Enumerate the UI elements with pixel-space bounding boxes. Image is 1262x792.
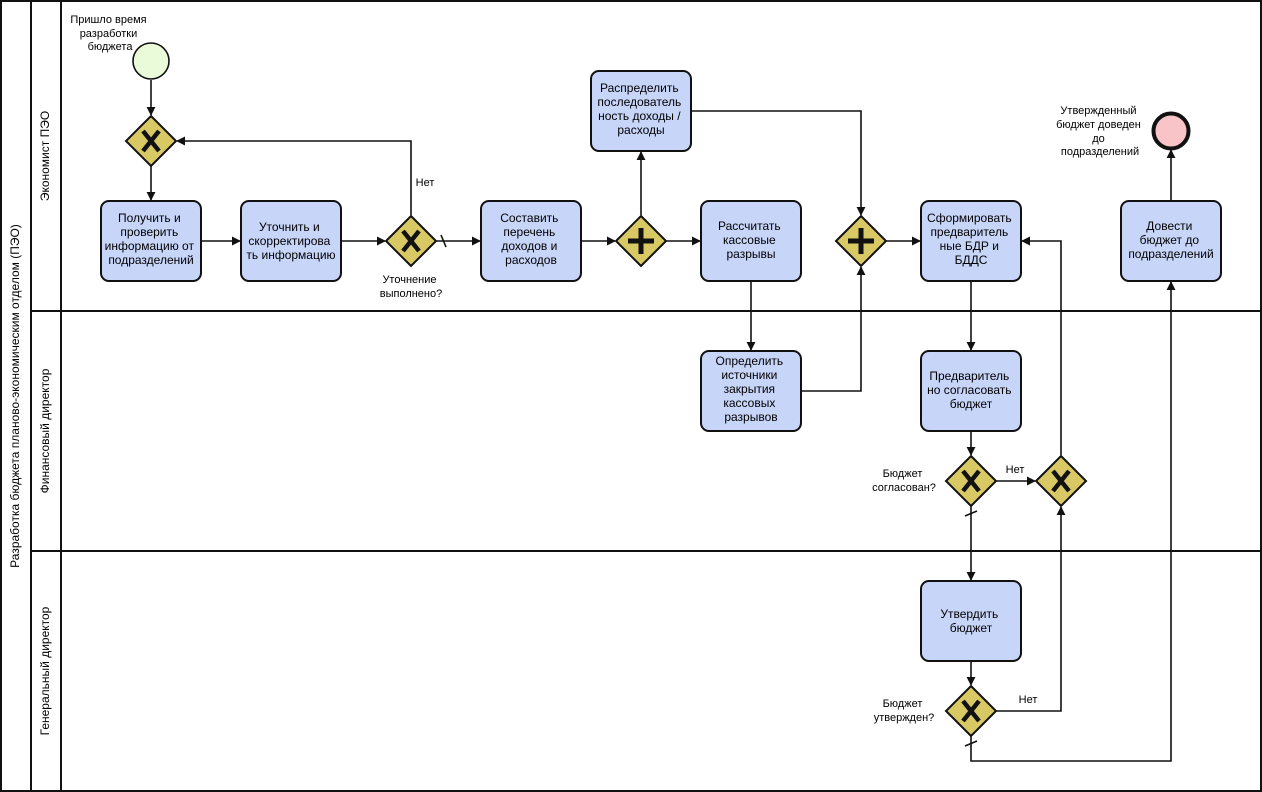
flow-g6-t6[interactable]: [1021, 236, 1062, 455]
task-box[interactable]: [920, 350, 1022, 432]
gateway-g3[interactable]: [614, 214, 668, 268]
task-t5[interactable]: Рассчитать кассовые разрывы: [700, 200, 802, 282]
task-t8[interactable]: Определить источники закрытия кассовых р…: [700, 350, 802, 432]
gateway-g2[interactable]: Уточнение выполнено?: [380, 214, 443, 300]
gateway-g5-label: Бюджет согласован?: [872, 468, 936, 494]
task-t3[interactable]: Составить перечень доходов и расходов: [480, 200, 582, 282]
x-mark-icon: [961, 469, 981, 493]
task-label: Рассчитать кассовые разрывы: [718, 219, 784, 261]
flow-g2-g1-no[interactable]: [176, 136, 412, 215]
default-flow-mark-g2: [440, 234, 447, 248]
gateway-g4[interactable]: [834, 214, 888, 268]
task-t9[interactable]: Предваритель но согласовать бюджет: [920, 350, 1022, 432]
task-box[interactable]: [920, 580, 1022, 662]
task-box[interactable]: [1120, 200, 1222, 282]
gateway-g7-label: Бюджет утвержден?: [874, 698, 935, 724]
default-flow-mark-g7: [964, 740, 978, 747]
task-box[interactable]: [590, 70, 692, 152]
flow-t4-g4[interactable]: [691, 110, 866, 216]
flow-t8-g4[interactable]: [801, 266, 866, 392]
task-label: Утвердить бюджет: [940, 607, 1001, 635]
gateway-g6[interactable]: [1034, 454, 1088, 508]
gateway-g2-label: Уточнение выполнено?: [380, 274, 443, 300]
lane-title-gen: Генеральный директор: [38, 606, 52, 735]
start-event[interactable]: Пришло время разработки бюджета: [70, 14, 170, 80]
task-box[interactable]: [480, 200, 582, 282]
flow-label-g7-no: Нет: [1019, 694, 1038, 706]
task-box[interactable]: [240, 200, 342, 282]
task-label: Определить источники закрытия кассовых р…: [716, 354, 787, 424]
task-box[interactable]: [100, 200, 202, 282]
end-event[interactable]: Утвержденный бюджет доведен до подраздел…: [1056, 105, 1191, 158]
task-label: Предваритель но согласовать бюджет: [927, 369, 1015, 411]
sequence-flows: [146, 80, 1176, 762]
task-label: Распределить последователь ность доходы …: [597, 81, 684, 137]
task-label: Довести бюджет до подразделений: [1128, 219, 1213, 261]
task-t2[interactable]: Уточнить и скорректирова ть информацию: [240, 200, 342, 282]
lane-title-fin: Финансовый директор: [38, 368, 52, 493]
x-mark-icon: [401, 229, 421, 253]
plus-mark-icon: [848, 228, 874, 254]
task-t7[interactable]: Довести бюджет до подразделений: [1120, 200, 1222, 282]
x-mark-icon: [961, 699, 981, 723]
start-event-circle[interactable]: [132, 42, 170, 80]
flow-label-g2-no: Нет: [416, 177, 435, 189]
end-event-label: Утвержденный бюджет доведен до подраздел…: [1056, 105, 1144, 158]
gateway-g1[interactable]: [124, 114, 178, 168]
task-box[interactable]: [700, 200, 802, 282]
pool-title: Разработка бюджета планово-экономическим…: [8, 224, 22, 568]
gateway-g7[interactable]: Бюджет утвержден?: [874, 684, 998, 738]
task-t6[interactable]: Сформировать предваритель ные БДР и БДДС: [920, 200, 1022, 282]
end-event-circle[interactable]: [1151, 111, 1191, 151]
task-box[interactable]: [700, 350, 802, 432]
flow-label-g5-no: Нет: [1006, 464, 1025, 476]
task-box[interactable]: [920, 200, 1022, 282]
x-mark-icon: [1051, 469, 1071, 493]
default-flow-mark-g5: [964, 510, 978, 517]
flow-g7-g6-no[interactable]: [996, 506, 1066, 712]
plus-mark-icon: [628, 228, 654, 254]
task-label: Получить и проверить информацию от подра…: [105, 211, 198, 267]
lane-title-peo: Экономист ПЭО: [38, 111, 52, 201]
task-t10[interactable]: Утвердить бюджет: [920, 580, 1022, 662]
task-label: Уточнить и скорректирова ть информацию: [246, 220, 335, 262]
flow-g7-t7[interactable]: [970, 281, 1176, 762]
task-t4[interactable]: Распределить последователь ность доходы …: [590, 70, 692, 152]
start-event-label: Пришло время разработки бюджета: [70, 14, 149, 53]
gateway-g5[interactable]: Бюджет согласован?: [872, 454, 998, 508]
task-t1[interactable]: Получить и проверить информацию от подра…: [100, 200, 202, 282]
task-label: Сформировать предваритель ные БДР и БДДС: [927, 211, 1015, 267]
x-mark-icon: [141, 129, 161, 153]
task-label: Составить перечень доходов и расходов: [500, 211, 562, 267]
